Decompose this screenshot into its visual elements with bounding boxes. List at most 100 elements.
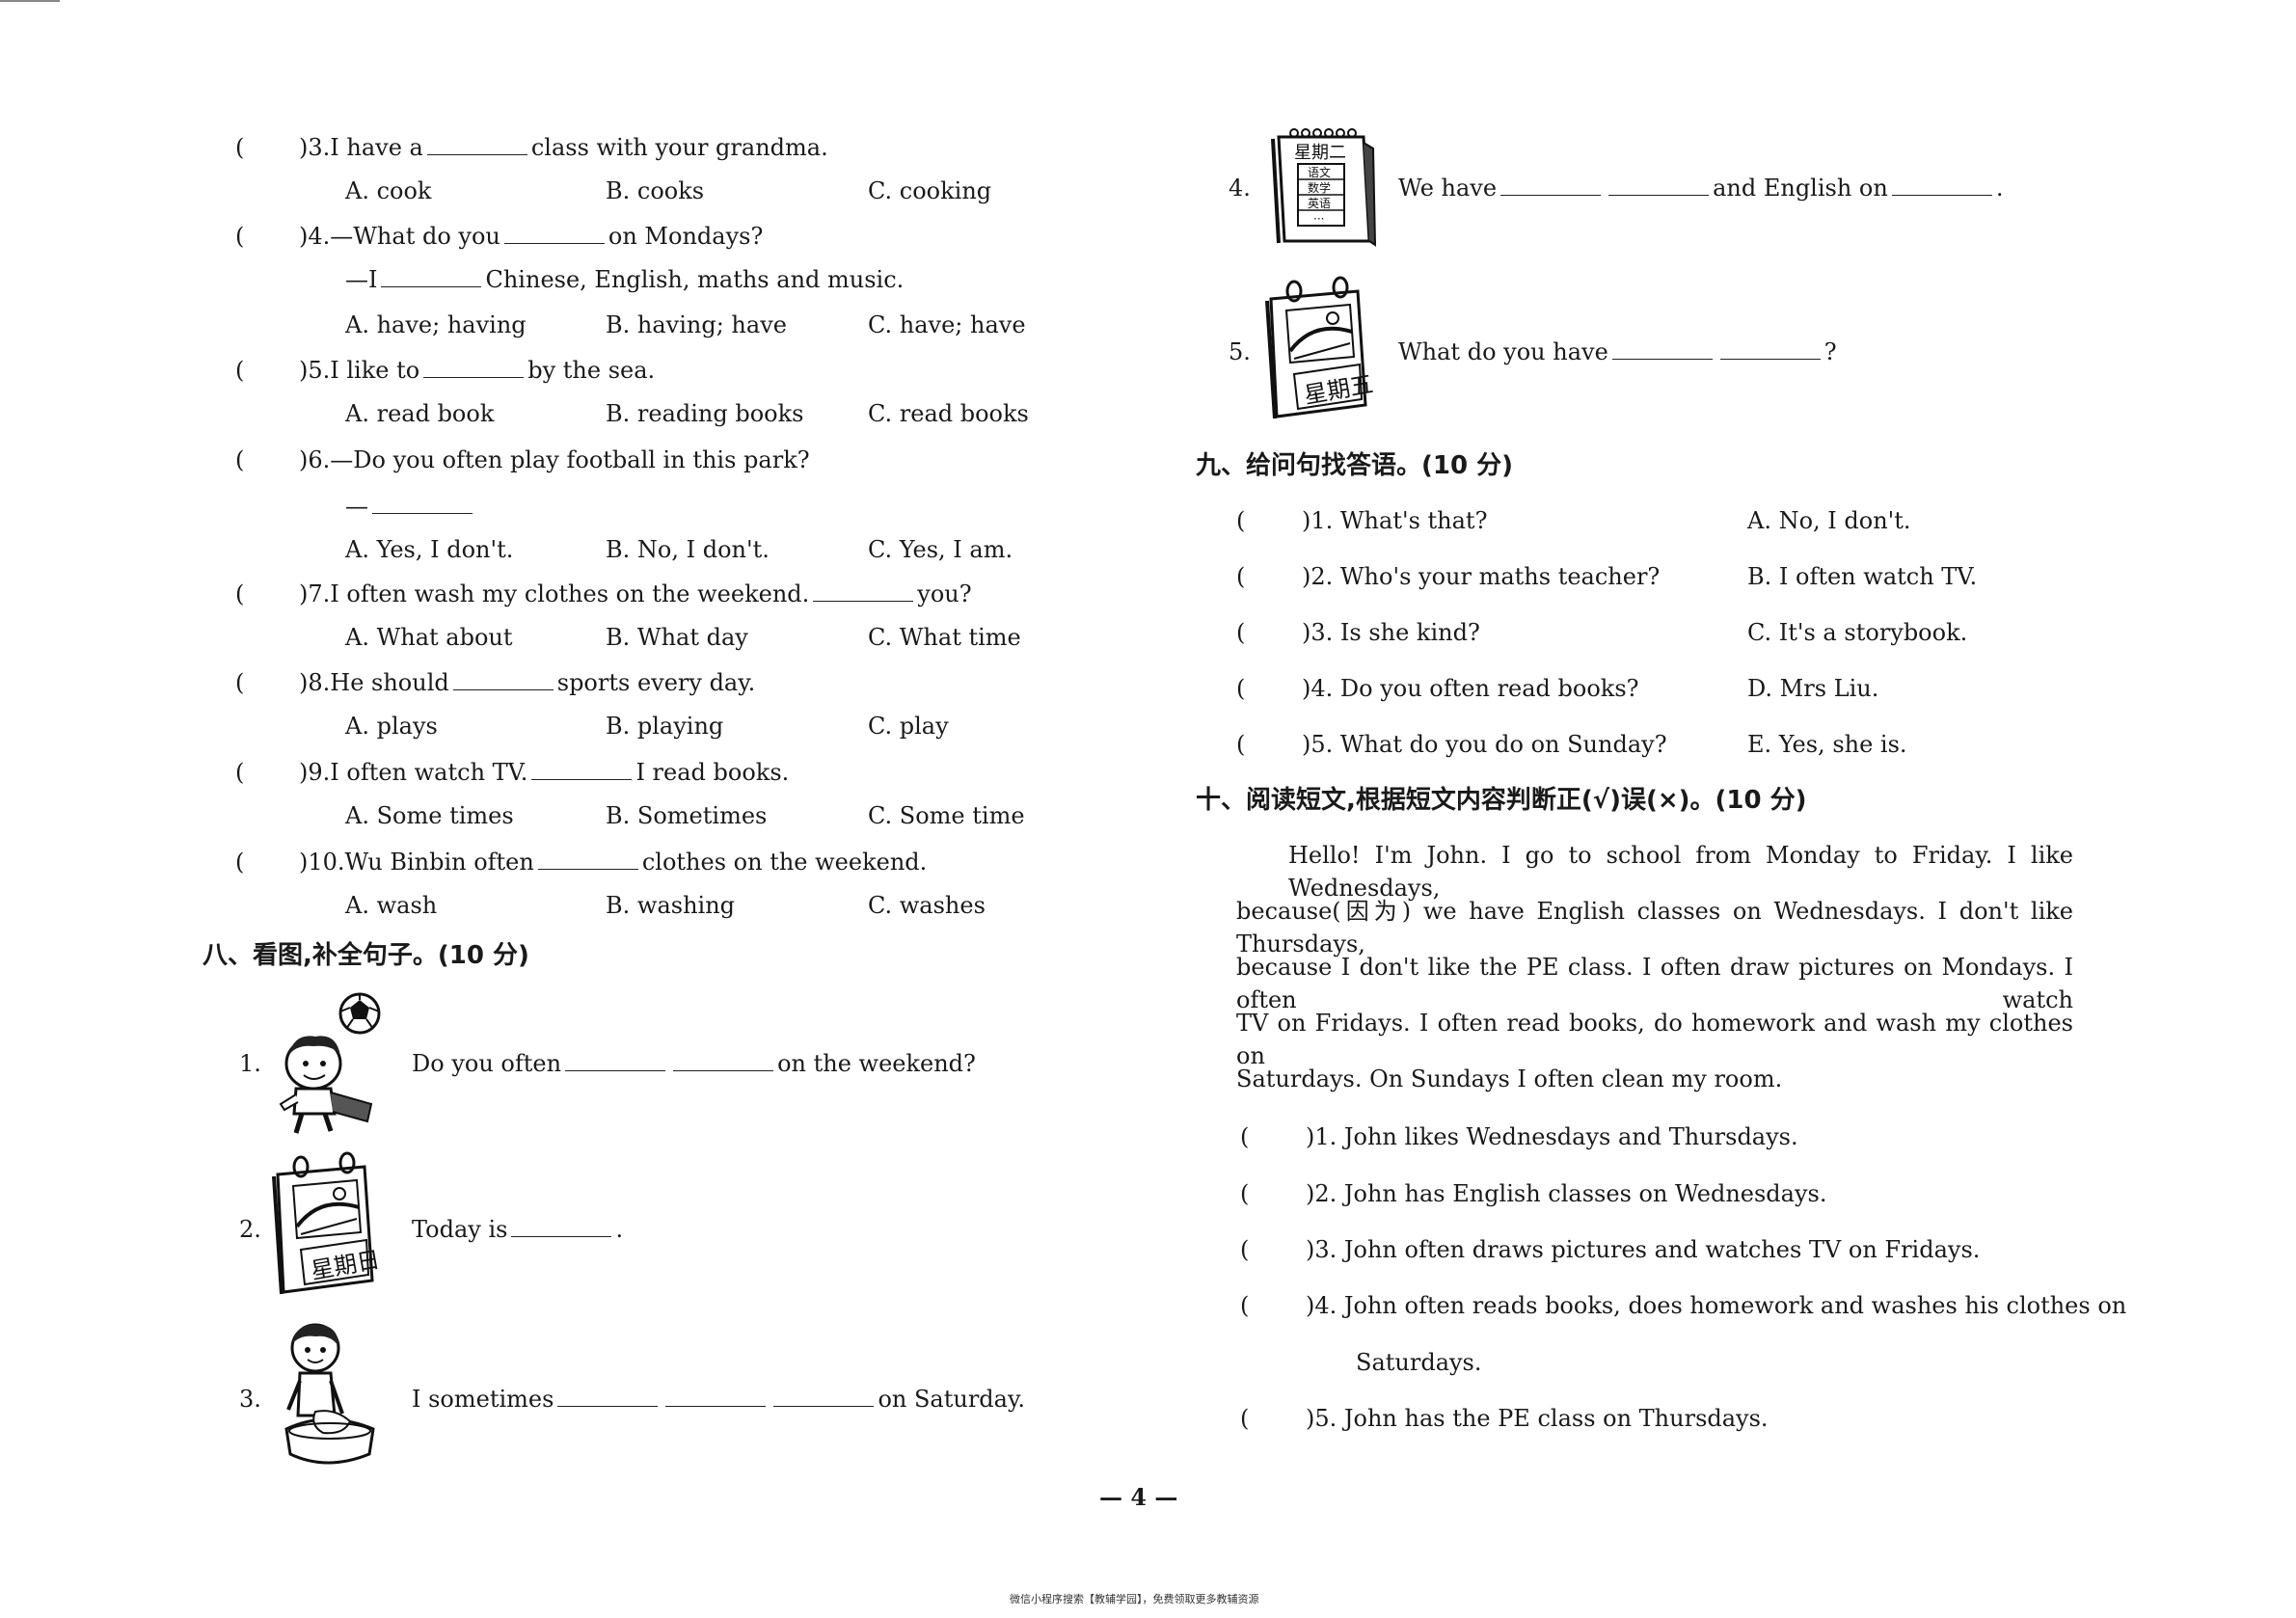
option-choice[interactable]: B. No, I don't. (606, 536, 770, 563)
option-choice[interactable]: A. have; having (345, 311, 527, 338)
answer-paren[interactable]: ( (235, 446, 245, 473)
judge-statement: ()5. John has the PE class on Thursdays. (1240, 1404, 1769, 1433)
picture-text: Today is (412, 1216, 508, 1243)
option-choice[interactable]: C. play (868, 713, 949, 740)
option-choice[interactable]: A. read book (345, 400, 495, 427)
answer-blank[interactable] (665, 1387, 767, 1407)
option-choice[interactable]: A. Yes, I don't. (345, 536, 514, 563)
match-question-text: )4. Do you often read books? (1302, 675, 1639, 702)
option-choice[interactable]: C. Yes, I am. (868, 536, 1013, 563)
picture-item-number: 5. (1229, 338, 1251, 365)
judge-statement-text: )3. John often draws pictures and watche… (1306, 1236, 1981, 1263)
question-text: —I (345, 266, 378, 293)
option-choice[interactable]: C. What time (868, 624, 1021, 651)
answer-paren[interactable]: ( (1240, 1123, 1250, 1150)
question-text: — (345, 493, 368, 520)
answer-paren[interactable]: ( (1240, 1236, 1250, 1263)
answer-blank[interactable] (557, 1387, 659, 1407)
option-choice[interactable]: C. read books (868, 400, 1029, 427)
passage-line: Hello! I'm John. I go to school from Mon… (1288, 842, 2073, 902)
answer-blank[interactable] (423, 358, 525, 378)
answer-paren[interactable]: ( (235, 580, 245, 607)
answer-blank[interactable] (426, 135, 527, 155)
question-number: )10. (299, 849, 345, 876)
question-text: on Mondays? (608, 223, 764, 250)
answer-paren[interactable]: ( (235, 669, 245, 696)
option-choice[interactable]: A. plays (345, 713, 438, 740)
answer-blank[interactable] (673, 1051, 774, 1071)
answer-paren[interactable]: ( (1240, 1180, 1250, 1207)
answer-paren[interactable]: ( (235, 357, 245, 384)
match-question-text: )1. What's that? (1302, 507, 1488, 534)
answer-paren[interactable]: ( (235, 849, 245, 876)
answer-blank[interactable] (537, 849, 638, 870)
option-choice[interactable]: C. have; have (868, 311, 1026, 338)
answer-blank[interactable] (1611, 339, 1713, 360)
option-choice[interactable]: A. What about (345, 624, 513, 651)
answer-blank[interactable] (813, 581, 914, 602)
question-text: He should (330, 669, 449, 696)
answer-blank[interactable] (1719, 339, 1821, 360)
match-question: ( )3. Is she kind? (1236, 618, 1480, 647)
option-choice[interactable]: B. cooks (606, 177, 705, 204)
answer-blank[interactable] (452, 670, 554, 690)
answer-paren[interactable]: ( (1236, 619, 1246, 646)
answer-paren[interactable]: ( (1236, 675, 1246, 702)
option-choice[interactable]: B. reading books (606, 400, 804, 427)
answer-blank[interactable] (531, 760, 633, 780)
answer-paren[interactable]: ( (1236, 731, 1246, 758)
judge-statement-text: )2. John has English classes on Wednesda… (1306, 1180, 1827, 1207)
answer-paren[interactable]: ( (1236, 563, 1246, 590)
match-question-text: )3. Is she kind? (1302, 619, 1480, 646)
picture-text: on Saturday. (878, 1386, 1025, 1413)
answer-blank[interactable] (1500, 175, 1602, 196)
option-choice[interactable]: B. having; have (606, 311, 787, 338)
option-choice[interactable]: B. playing (606, 713, 724, 740)
option-choice[interactable]: C. washes (868, 892, 986, 919)
picture-text: I sometimes (412, 1386, 554, 1413)
answer-blank[interactable] (372, 494, 473, 514)
answer-paren[interactable]: ( (235, 759, 245, 786)
calendar-tuesday-header: 星期二 (1294, 143, 1346, 163)
section-8-title: 八、看图,补全句子。(10 分) (203, 941, 529, 970)
picture-item-number: 1. (239, 1050, 261, 1077)
judge-statement-continued: Saturdays. (1356, 1349, 1482, 1376)
match-question: ()5. What do you do on Sunday? (1236, 730, 1667, 759)
option-choice[interactable]: A. Some times (345, 802, 514, 829)
answer-paren[interactable]: ( (235, 223, 245, 250)
answer-paren[interactable]: ( (1240, 1292, 1250, 1319)
question-number: )5. (299, 357, 331, 384)
option-choice[interactable]: A. wash (345, 892, 438, 919)
answer-blank[interactable] (381, 267, 482, 287)
answer-paren[interactable]: ( (1236, 507, 1246, 534)
calendar-row-more: ··· (1313, 212, 1324, 226)
match-answer: B. I often watch TV. (1747, 563, 1978, 590)
section-10-title: 十、阅读短文,根据短文内容判断正(√)误(×)。(10 分) (1196, 786, 1807, 815)
judge-statement: ( )3. John often draws pictures and watch… (1240, 1235, 1980, 1264)
answer-blank[interactable] (1608, 175, 1710, 196)
page-number: — 4 — (1099, 1483, 1178, 1511)
answer-blank[interactable] (511, 1217, 612, 1237)
option-choice[interactable]: B. Sometimes (606, 802, 768, 829)
passage-line: Saturdays. On Sundays I often clean my r… (1236, 1065, 1783, 1092)
answer-blank[interactable] (503, 224, 605, 244)
page-corner-mark (0, 0, 60, 2)
answer-paren[interactable]: ( (1240, 1405, 1250, 1432)
question-line2: — (345, 492, 476, 521)
answer-blank[interactable] (1891, 175, 1992, 196)
question-text: I often watch TV. (330, 759, 528, 786)
question-row: ()7.I often wash my clothes on the weeke… (235, 580, 972, 608)
judge-statement-text: )1. John likes Wednesdays and Thursdays. (1306, 1123, 1798, 1150)
answer-blank[interactable] (773, 1387, 875, 1407)
question-number: )8. (299, 669, 331, 696)
option-choice[interactable]: C. cooking (868, 177, 992, 204)
answer-blank[interactable] (565, 1051, 666, 1071)
answer-paren[interactable]: ( (235, 134, 245, 161)
option-choice[interactable]: B. washing (606, 892, 736, 919)
option-choice[interactable]: A. cook (345, 177, 432, 204)
option-choice[interactable]: B. What day (606, 624, 748, 651)
option-choice[interactable]: C. Some time (868, 802, 1025, 829)
